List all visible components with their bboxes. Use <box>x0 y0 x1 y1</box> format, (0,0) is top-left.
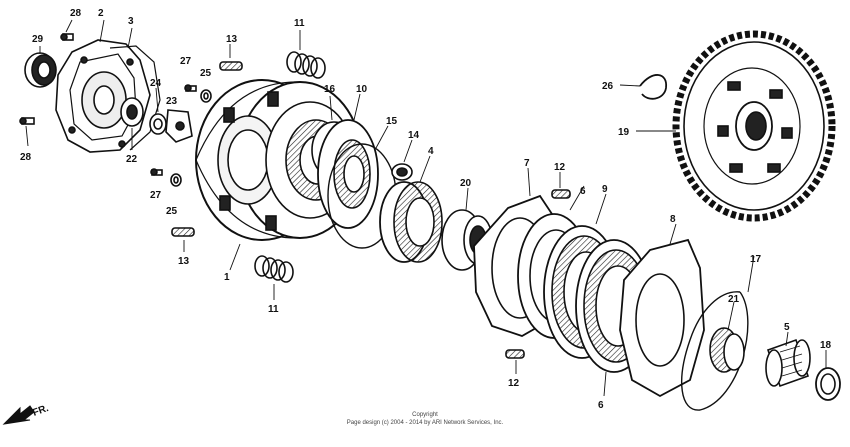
label-13-top[interactable]: 13 <box>226 34 238 45</box>
part-27-screw-top[interactable] <box>184 84 197 92</box>
label-19[interactable]: 19 <box>618 127 630 138</box>
part-21-gear[interactable] <box>709 327 745 373</box>
part-3-gasket[interactable] <box>109 45 161 151</box>
label-8[interactable]: 8 <box>670 214 676 225</box>
label-2[interactable]: 2 <box>98 8 104 19</box>
label-11-bottom[interactable]: 11 <box>268 304 279 315</box>
leader-lines <box>25 19 827 397</box>
label-23[interactable]: 23 <box>166 96 178 107</box>
part-19-driven-gear[interactable] <box>672 30 836 222</box>
label-13-bottom[interactable]: 13 <box>178 256 190 267</box>
label-27-top[interactable]: 27 <box>180 56 192 67</box>
part-29-bearing[interactable] <box>24 52 57 88</box>
label-20[interactable]: 20 <box>460 178 472 189</box>
label-28-top[interactable]: 28 <box>70 8 82 19</box>
label-25-bottom[interactable]: 25 <box>166 206 178 217</box>
label-29[interactable]: 29 <box>32 34 44 45</box>
label-6-top[interactable]: 6 <box>580 186 586 197</box>
copyright-title: Copyright <box>412 412 438 418</box>
label-12-bottom[interactable]: 12 <box>508 378 520 389</box>
copyright-notice: Page design (c) 2004 - 2014 by ARI Netwo… <box>346 420 504 426</box>
label-17[interactable]: 17 <box>750 254 762 265</box>
label-12-top[interactable]: 12 <box>554 162 566 173</box>
part-8-end-plate[interactable] <box>619 238 705 398</box>
part-27-screw-bottom[interactable] <box>150 168 163 176</box>
label-28-left[interactable]: 28 <box>20 152 32 163</box>
part-11-spring-bottom[interactable] <box>254 255 294 283</box>
label-10[interactable]: 10 <box>356 84 368 95</box>
label-4[interactable]: 4 <box>428 146 434 157</box>
part-26-circlip[interactable] <box>639 74 667 100</box>
part-13-pin-top[interactable] <box>219 61 243 71</box>
part-24-washer[interactable] <box>149 113 167 135</box>
label-9[interactable]: 9 <box>602 184 608 195</box>
part-28-bolt-top[interactable] <box>60 33 74 41</box>
part-28-bolt-left[interactable] <box>19 117 35 125</box>
part-11-spring-top[interactable] <box>286 51 326 79</box>
part-22-seal[interactable] <box>120 97 144 127</box>
label-27-bottom[interactable]: 27 <box>150 190 162 201</box>
label-14[interactable]: 14 <box>408 130 420 141</box>
part-17-snap-ring[interactable] <box>681 291 749 411</box>
label-22[interactable]: 22 <box>126 154 138 165</box>
label-18[interactable]: 18 <box>820 340 832 351</box>
label-24[interactable]: 24 <box>150 78 162 89</box>
part-5-needle-bearing[interactable] <box>765 338 811 388</box>
part-18-seal[interactable] <box>815 367 841 401</box>
label-26[interactable]: 26 <box>602 81 614 92</box>
label-11-top[interactable]: 11 <box>294 18 305 29</box>
front-indicator-label: FR. <box>31 403 50 419</box>
label-6-bottom[interactable]: 6 <box>598 400 604 411</box>
part-labels: 29 28 28 2 3 24 23 22 27 25 27 25 13 13 … <box>20 8 832 419</box>
part-10-piston[interactable] <box>317 119 379 229</box>
part-4-one-way-clutch[interactable] <box>379 181 443 263</box>
part-13-pin-bottom[interactable] <box>171 227 195 237</box>
label-21[interactable]: 21 <box>728 294 740 305</box>
part-12-pin-top[interactable] <box>551 189 571 199</box>
label-15[interactable]: 15 <box>386 116 398 127</box>
label-7[interactable]: 7 <box>524 158 530 169</box>
front-arrow-icon <box>2 405 35 425</box>
part-12-pin-bottom[interactable] <box>505 349 525 359</box>
label-16[interactable]: 16 <box>324 84 336 95</box>
part-20-clutch-hub[interactable] <box>441 209 493 271</box>
part-14-spring-washer[interactable] <box>391 163 413 181</box>
part-25-washer-bottom[interactable] <box>170 173 182 187</box>
label-3[interactable]: 3 <box>128 16 134 27</box>
part-23-plate[interactable] <box>165 109 193 143</box>
part-25-washer-top[interactable] <box>200 89 212 103</box>
part-2-transmission-cover[interactable] <box>55 39 151 153</box>
label-25-top[interactable]: 25 <box>200 68 212 79</box>
label-5[interactable]: 5 <box>784 322 790 333</box>
label-1[interactable]: 1 <box>224 272 230 283</box>
